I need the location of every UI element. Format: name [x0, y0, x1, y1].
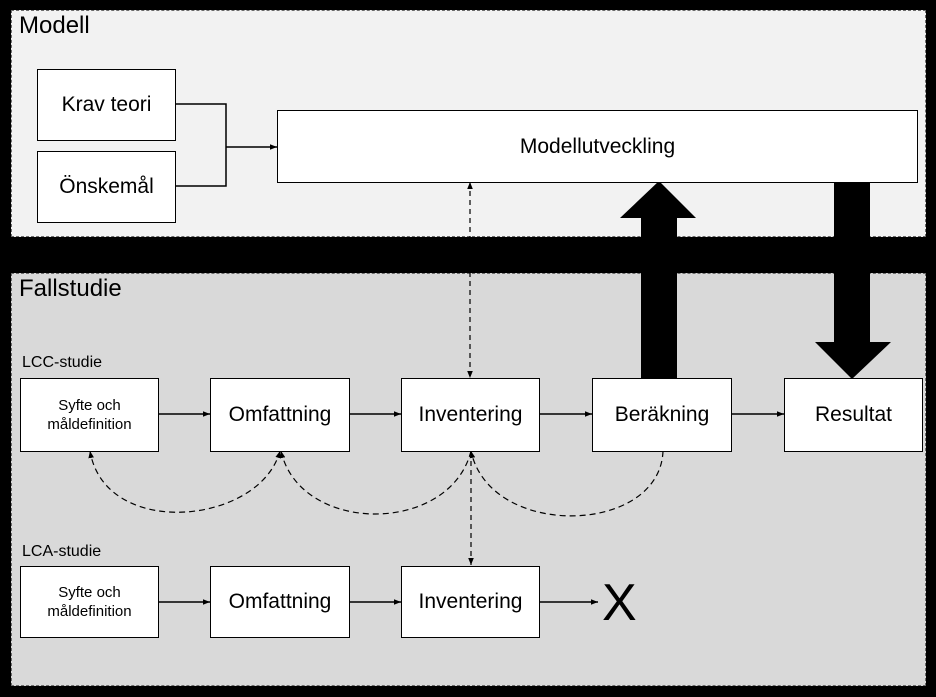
- requirements-theory-label: Krav teori: [61, 93, 152, 116]
- lca-step-scope: Omfattning: [210, 566, 350, 638]
- lca-step-purpose-label: Syfte och måldefinition: [47, 583, 132, 621]
- lcc-step-inventory: Inventering: [401, 378, 540, 452]
- lca-step-scope-label: Omfattning: [228, 590, 332, 613]
- lca-step-purpose: Syfte och måldefinition: [20, 566, 159, 638]
- lcc-step-inventory-label: Inventering: [418, 403, 523, 426]
- lca-step-inventory: Inventering: [401, 566, 540, 638]
- lcc-step-scope-label: Omfattning: [228, 403, 332, 426]
- model-development-label: Modellutveckling: [519, 134, 676, 158]
- lca-study-label: LCA-studie: [22, 543, 102, 560]
- lca-stop-mark: X: [602, 574, 637, 632]
- lcc-step-purpose-label: Syfte och måldefinition: [47, 396, 132, 434]
- lcc-study-label: LCC-studie: [22, 354, 103, 371]
- merge-connector: [175, 103, 277, 187]
- thick-arrow-up: [620, 181, 696, 379]
- wishes-box: Önskemål: [37, 151, 176, 223]
- requirements-theory-box: Krav teori: [37, 69, 176, 141]
- case-study-region-title: Fallstudie: [19, 275, 122, 302]
- model-development-box: Modellutveckling: [277, 110, 918, 183]
- lcc-step-result-label: Resultat: [814, 403, 893, 426]
- wishes-label: Önskemål: [59, 175, 154, 198]
- lcc-step-purpose: Syfte och måldefinition: [20, 378, 159, 452]
- lcc-step-scope: Omfattning: [210, 378, 350, 452]
- thick-arrow-down: [815, 182, 891, 379]
- lca-step-inventory-label: Inventering: [418, 590, 523, 613]
- model-region-title: Modell: [19, 12, 90, 39]
- lcc-feedback-curves: [88, 450, 664, 517]
- lcc-step-result: Resultat: [784, 378, 923, 452]
- lcc-step-calculation-label: Beräkning: [614, 403, 710, 426]
- lcc-step-calculation: Beräkning: [592, 378, 732, 452]
